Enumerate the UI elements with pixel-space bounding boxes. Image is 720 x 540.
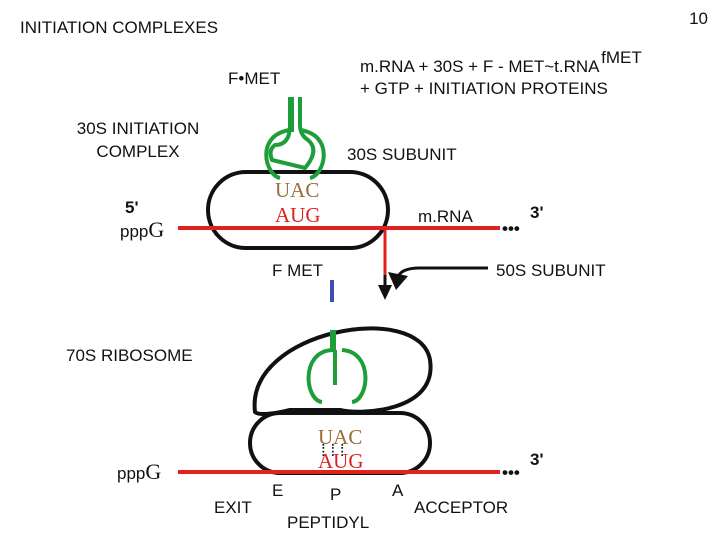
trna-bottom-stem [330,330,336,352]
equation-line2: + GTP + INITIATION PROTEINS [360,79,608,98]
anticodon-top: UAC [275,178,319,202]
label-5-prime: 5' [125,198,139,217]
label-exit: EXIT [214,498,252,517]
arrow-50s-head [388,272,408,290]
label-3-prime-bottom: 3' [530,450,544,469]
pairing-dots: ⁞ ⁞ ⁞ [321,441,345,460]
label-peptidyl: PEPTIDYL [287,513,369,532]
equation-superscript: fMET [601,48,642,67]
label-50s-subunit: 50S SUBUNIT [496,261,606,280]
page-title: INITIATION COMPLEXES [20,18,218,37]
site-p: P [330,485,341,504]
trna-top [268,97,316,171]
page-number: 10 [689,9,708,28]
site-e: E [272,481,283,500]
label-initiation-complex-1: 30S INITIATION [77,119,200,138]
codon-top: AUG [275,203,321,227]
label-mrna: m.RNA [418,207,473,226]
label-3-prime-top: 3' [530,203,544,222]
label-acceptor: ACCEPTOR [414,498,508,517]
mrna-dots-top: ••• [502,219,520,238]
equation-line1: m.RNA + 30S + F - MET~t.RNA [360,57,600,76]
subunit-50s-shape [252,326,433,417]
site-a: A [392,481,404,500]
label-initiation-complex-2: COMPLEX [96,142,179,161]
trna-bottom [306,348,368,404]
trna-top-stem [288,97,294,132]
codon-bottom: AUG [318,449,364,473]
label-ppp-bottom: pppG [117,459,161,484]
subunit-30s-shape [206,170,390,250]
arrow-50s [396,266,488,279]
label-f-met-top: F•MET [228,69,280,88]
label-30s-subunit: 30S SUBUNIT [347,145,457,164]
label-70s-ribosome: 70S RIBOSOME [66,346,193,365]
arrow-down-head [378,285,392,300]
mrna-dots-bottom: ••• [502,463,520,482]
trna-top-loop [264,128,326,180]
anticodon-bottom: UAC [318,425,362,449]
label-f-met-bottom: F MET [272,261,323,280]
label-ppp-top: pppG [120,217,164,242]
